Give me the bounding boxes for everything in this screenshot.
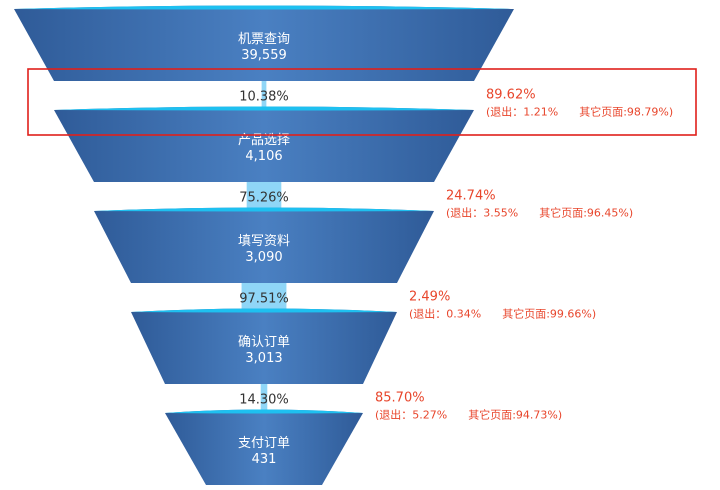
stage-name-label: 确认订单 [238,335,290,350]
drop-detail-label: (退出：1.21% 其它页面:98.79%) [486,105,673,119]
drop-rate-label: 85.70% [375,391,425,406]
stage-name-label: 产品选择 [238,133,290,148]
funnel-stage-cap [94,207,434,212]
conversion-rate-label: 97.51% [239,292,289,307]
funnel-stage-shape [94,207,434,283]
drop-rate-label: 89.62% [486,88,536,103]
drop-detail-label: (退出：3.55% 其它页面:96.45%) [446,206,633,220]
drop-detail-label: (退出：5.27% 其它页面:94.73%) [375,408,562,422]
funnel-stage-shape [54,106,474,182]
conversion-rate-label: 10.38% [239,90,289,105]
conversion-rate-label: 75.26% [239,191,289,206]
conversion-rate-label: 14.30% [239,393,289,408]
stage-value-label: 3,013 [245,351,282,366]
funnel-stage-shape [14,5,514,81]
stage-name-label: 机票查询 [238,32,290,47]
funnel-stage-shape [165,409,363,485]
funnel-stage-cap [165,409,363,414]
funnel-stage-shape [131,308,397,384]
highlight-box [27,68,697,136]
stage-value-label: 3,090 [245,250,282,265]
stage-name-label: 填写资料 [238,234,290,249]
stage-name-label: 支付订单 [238,436,290,451]
drop-rate-label: 24.74% [446,189,496,204]
stage-value-label: 431 [252,452,277,467]
funnel-stage-cap [54,106,474,111]
conversion-connector [261,81,267,112]
conversion-connector [260,384,268,415]
drop-detail-label: (退出：0.34% 其它页面:99.66%) [409,307,596,321]
funnel-stage-cap [131,308,397,313]
stage-value-label: 4,106 [245,149,282,164]
stage-value-label: 39,559 [241,48,287,63]
drop-rate-label: 2.49% [409,290,450,305]
funnel-stage-cap [14,5,514,10]
